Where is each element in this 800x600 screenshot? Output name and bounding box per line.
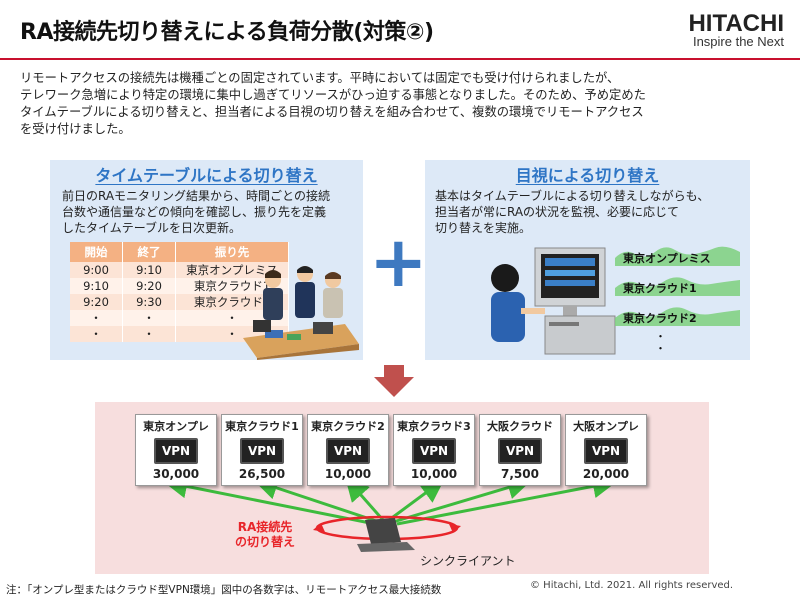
- table-row: 9:00 9:10 東京オンプレミス: [70, 262, 289, 278]
- laptop-icon: [357, 518, 415, 552]
- monitor-label-tokyo-cloud2: 東京クラウド2: [623, 312, 697, 325]
- table-cell: 東京オンプレミス: [175, 262, 289, 278]
- vpn-chip: VPN: [154, 438, 198, 464]
- table-header-row: 開始 終了 振り先: [70, 242, 289, 262]
- link-arrow: [392, 475, 532, 524]
- vpn-environment-card: 東京クラウド2 VPN 10,000: [307, 414, 389, 486]
- timetable-panel-description: 前日のRAモニタリング結果から、時間ごとの接続 台数や通信量などの傾向を確認し、…: [62, 188, 363, 236]
- environment-name: 東京オンプレ: [143, 420, 209, 433]
- desc-line: 基本はタイムテーブルによる切り替えしながらも、: [435, 189, 710, 203]
- switch-label-line: RA接続先: [237, 520, 293, 534]
- link-arrow: [396, 474, 617, 526]
- switch-label: RA接続先 の切り替え: [235, 520, 295, 550]
- environment-name: 大阪オンプレ: [573, 420, 639, 433]
- monitor-ellipsis: ・: [655, 342, 666, 355]
- environment-capacity: 26,500: [238, 467, 286, 481]
- vpn-environment-card: 東京クラウド3 VPN 10,000: [393, 414, 475, 486]
- footnote: 注：「オンプレ型またはクラウド型VPN環境」図中の各数字は、リモートアクセス最大…: [6, 584, 442, 596]
- timetable-panel-title: タイムテーブルによる切り替え: [95, 166, 318, 185]
- monitor-label-tokyo-onprem: 東京オンプレミス: [623, 252, 711, 265]
- link-arrow: [253, 476, 380, 524]
- desc-line: 担当者が常にRAの状況を監視、必要に応じて: [435, 205, 680, 219]
- intro-paragraph: リモートアクセスの接続先は機種ごとの固定されています。平時においては固定でも受け…: [20, 70, 780, 138]
- environment-name: 東京クラウド3: [397, 420, 471, 433]
- environment-capacity: 10,000: [324, 467, 372, 481]
- environment-name: 東京クラウド1: [225, 420, 299, 433]
- vpn-chip: VPN: [326, 438, 370, 464]
- table-row: 9:10 9:20 東京クラウド1: [70, 278, 289, 294]
- intro-line: を受け付けました。: [20, 122, 131, 136]
- desc-line: 台数や通信量などの傾向を確認し、振り先を定義: [62, 205, 327, 219]
- table-cell: 9:20: [70, 294, 123, 310]
- link-arrow: [345, 477, 385, 521]
- vpn-environment-card: 大阪オンプレ VPN 20,000: [565, 414, 647, 486]
- environment-capacity: 20,000: [582, 467, 630, 481]
- office-workers-illustration: [243, 266, 359, 360]
- vpn-environment-card: 東京クラウド1 VPN 26,500: [221, 414, 303, 486]
- column-header: 開始: [70, 242, 123, 262]
- thin-client-label: シンクライアント: [420, 554, 516, 568]
- intro-line: テレワーク急増により特定の環境に集中し過ぎてリソースがひっ迫する事態となりました…: [20, 88, 646, 102]
- intro-line: タイムテーブルによる切り替えと、担当者による目視の切り替えを組み合わせて、複数の…: [20, 105, 644, 119]
- vpn-chip: VPN: [498, 438, 542, 464]
- table-cell: ・: [70, 326, 123, 342]
- intro-line: リモートアクセスの接続先は機種ごとの固定されています。平時においては固定でも受け…: [20, 71, 620, 85]
- vpn-chip: VPN: [412, 438, 456, 464]
- table-cell: 9:10: [70, 278, 123, 294]
- table-cell: ・: [70, 310, 123, 326]
- vpn-chip: VPN: [240, 438, 284, 464]
- table-cell: 9:20: [122, 278, 176, 294]
- table-row: 9:20 9:30 東京クラウド2: [70, 294, 289, 310]
- table-cell: 9:00: [70, 262, 123, 278]
- monitor-label-tokyo-cloud1: 東京クラウド1: [623, 282, 697, 295]
- link-arrow: [388, 478, 445, 522]
- environment-capacity: 10,000: [410, 467, 458, 481]
- monitoring-operator-illustration: [491, 247, 616, 355]
- down-arrow-icon: [374, 365, 414, 397]
- vpn-environment-card: 東京オンプレ VPN 30,000: [135, 414, 217, 486]
- table-cell: ・: [122, 326, 176, 342]
- column-header: 終了: [122, 242, 176, 262]
- visual-monitoring-panel-title: 目視による切り替え: [515, 166, 660, 185]
- table-cell: 東京クラウド1: [175, 278, 289, 294]
- connection-arrows: [163, 474, 617, 552]
- monitoring-wave-charts: [615, 246, 740, 326]
- environment-name: 大阪クラウド: [487, 420, 553, 433]
- environment-capacity: 30,000: [152, 467, 200, 481]
- vpn-environment-diagram: 東京オンプレ VPN 30,000 東京クラウド1 VPN 26,500 東京ク…: [95, 402, 709, 574]
- link-arrow: [163, 474, 376, 526]
- vpn-chip: VPN: [584, 438, 628, 464]
- desc-line: 切り替えを実施。: [435, 221, 532, 235]
- timetable-table: 開始 終了 振り先 9:00 9:10 東京オンプレミス 9:10 9:20 東…: [70, 242, 289, 342]
- vpn-environment-card: 大阪クラウド VPN 7,500: [479, 414, 561, 486]
- logo-brand: HITACHI: [688, 10, 784, 37]
- table-cell: ・: [122, 310, 176, 326]
- monitor-ellipsis: ・: [655, 330, 666, 343]
- column-header: 振り先: [175, 242, 289, 262]
- table-cell: 9:30: [122, 294, 176, 310]
- desc-line: したタイムテーブルを日次更新。: [62, 221, 242, 235]
- company-logo: HITACHI Inspire the Next: [688, 10, 784, 49]
- table-cell: 東京クラウド2: [175, 294, 289, 310]
- plus-icon: +: [369, 221, 428, 303]
- visual-monitoring-panel-description: 基本はタイムテーブルによる切り替えしながらも、 担当者が常にRAの状況を監視、必…: [435, 188, 750, 236]
- switch-label-line: の切り替え: [235, 535, 296, 549]
- timetable-panel: タイムテーブルによる切り替え 前日のRAモニタリング結果から、時間ごとの接続 台…: [50, 160, 363, 360]
- environment-capacity: 7,500: [501, 467, 539, 481]
- copyright: © Hitachi, Ltd. 2021. All rights reserve…: [530, 580, 734, 591]
- environment-name: 東京クラウド2: [311, 420, 385, 433]
- desc-line: 前日のRAモニタリング結果から、時間ごとの接続: [62, 189, 330, 203]
- table-cell: 9:10: [122, 262, 176, 278]
- visual-monitoring-panel: 目視による切り替え 基本はタイムテーブルによる切り替えしながらも、 担当者が常に…: [425, 160, 750, 360]
- header-divider: [0, 58, 800, 60]
- page-title: RA接続先切り替えによる負荷分散(対策②): [20, 20, 434, 45]
- logo-tagline: Inspire the Next: [692, 34, 784, 49]
